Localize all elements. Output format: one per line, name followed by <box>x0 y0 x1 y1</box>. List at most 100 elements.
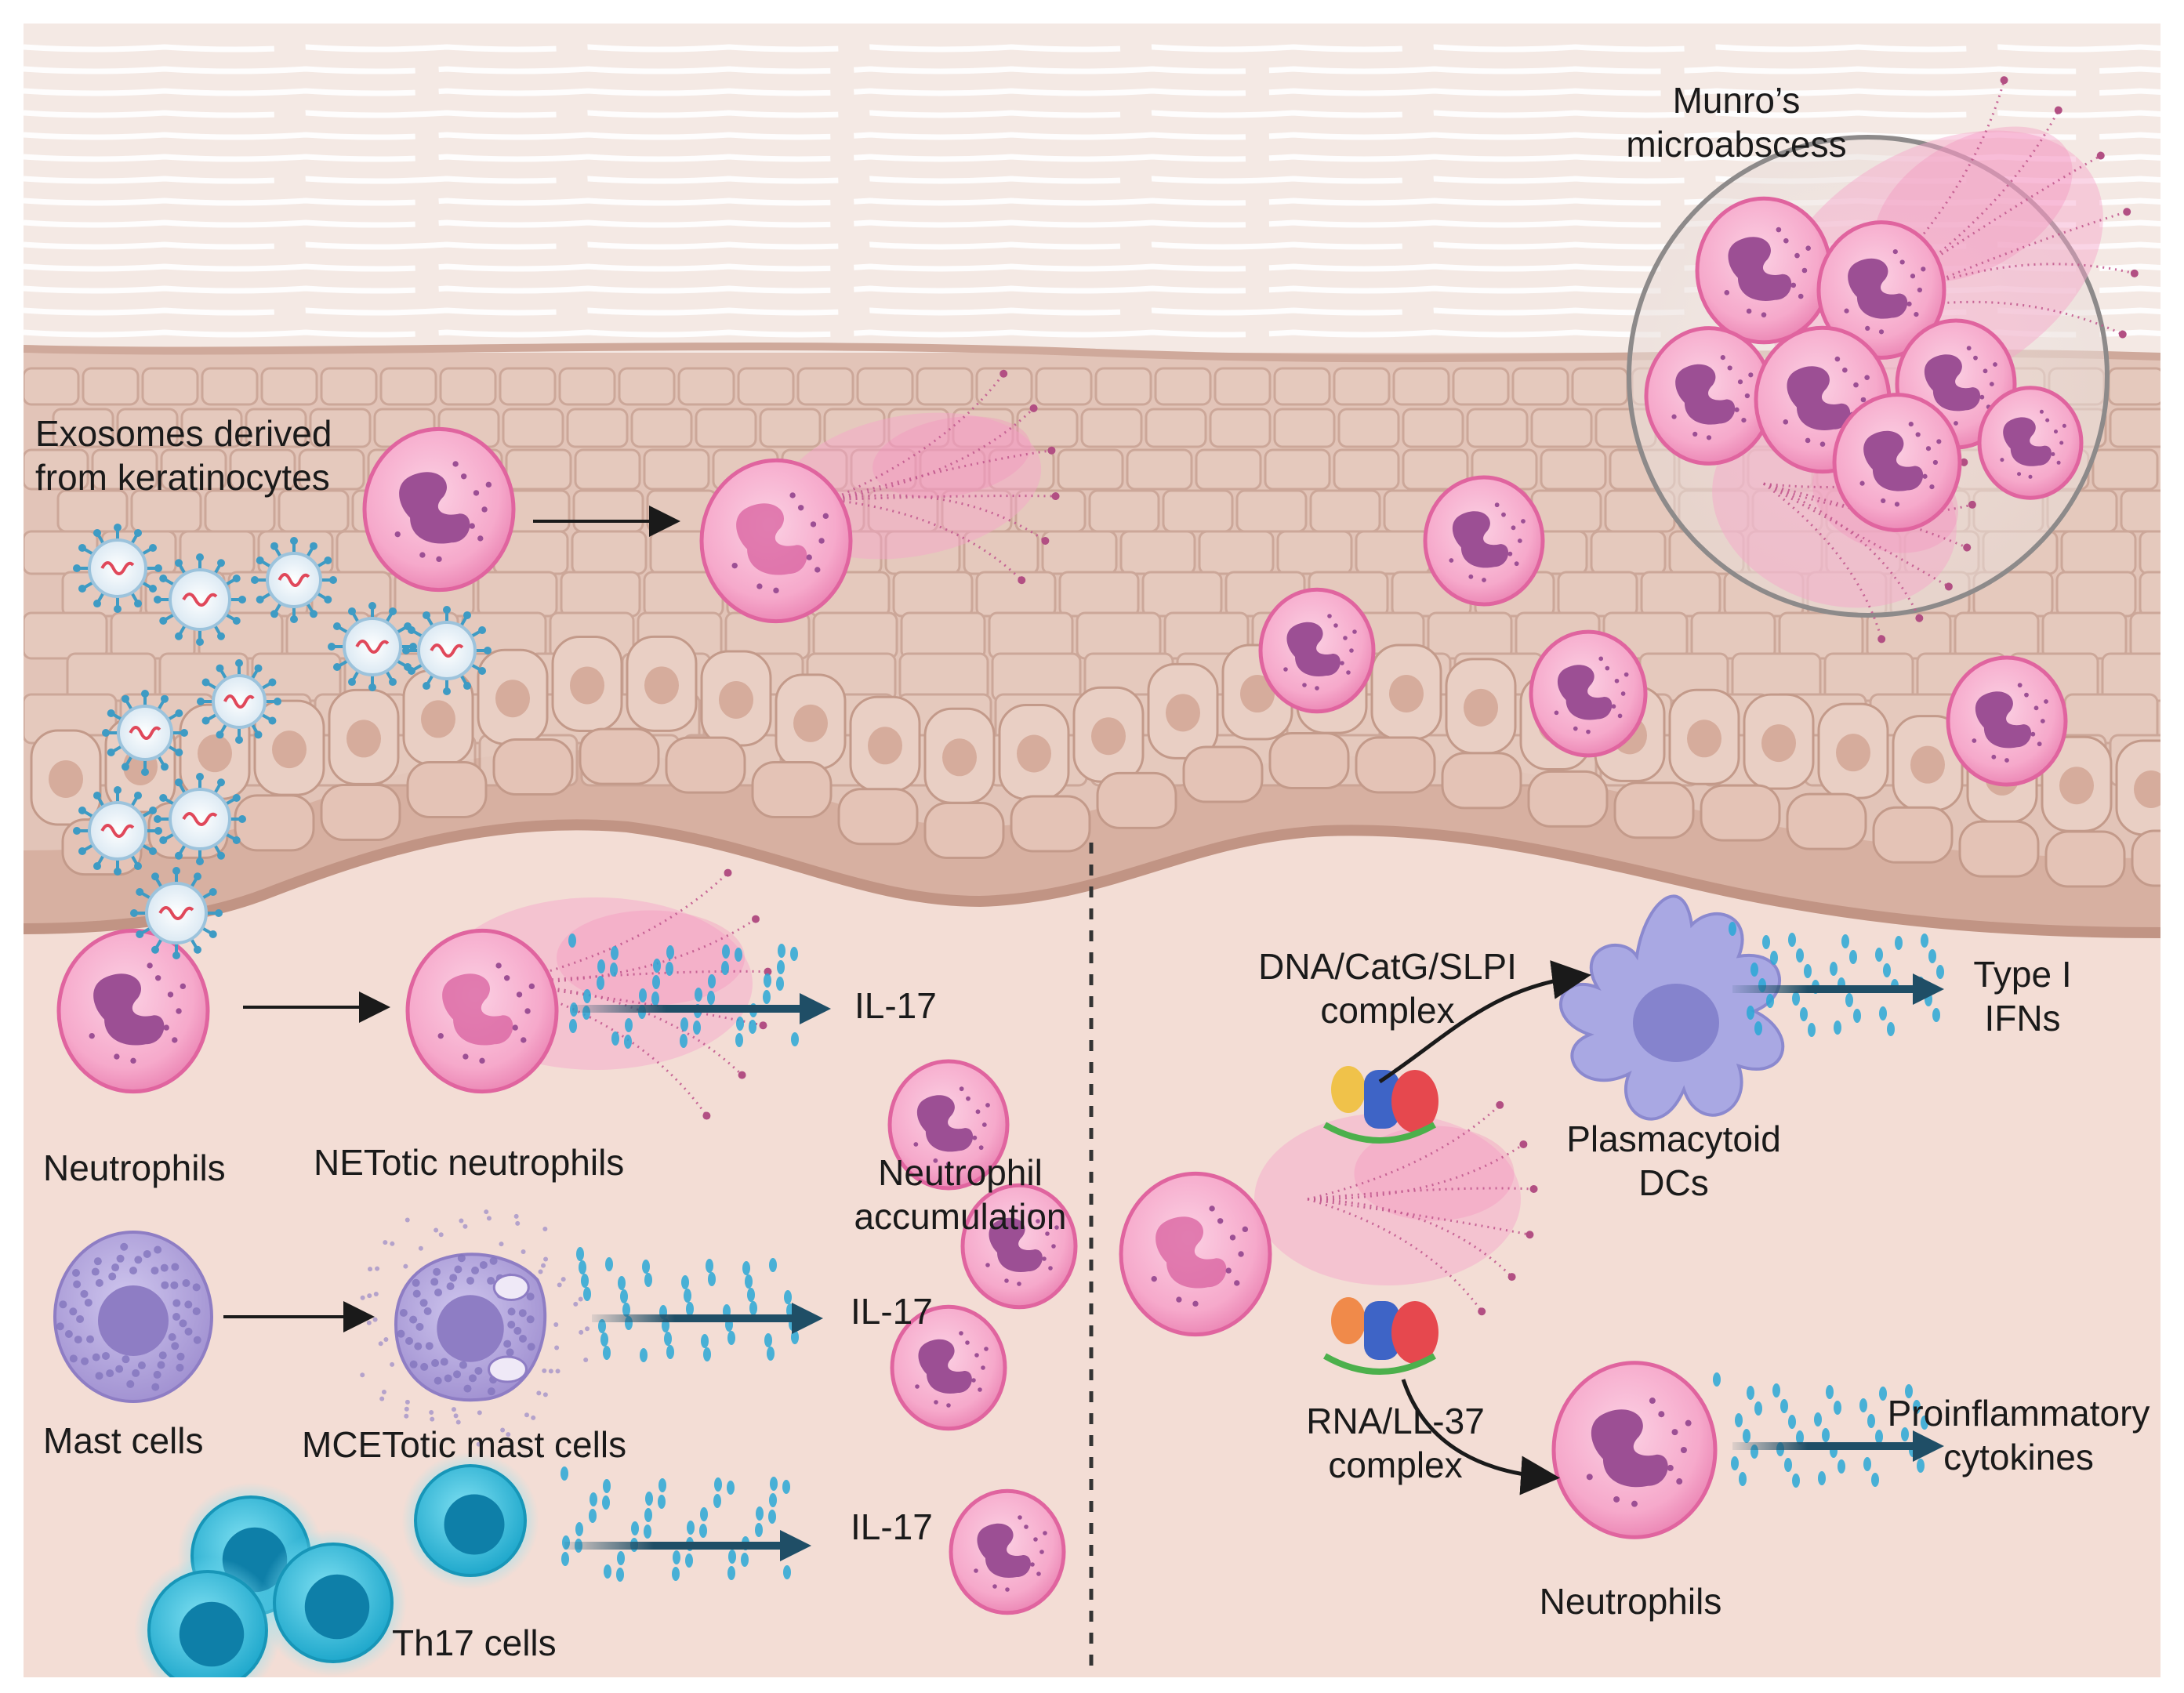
granule <box>154 975 161 981</box>
exosome-rna <box>278 573 310 587</box>
mast-granule <box>430 1278 439 1286</box>
exosome-spike-tip <box>154 596 161 604</box>
keratinocyte <box>24 611 108 660</box>
granule <box>452 461 459 467</box>
keratinocyte <box>695 408 757 448</box>
exosome <box>251 537 337 623</box>
neutrophil-body <box>887 1059 1010 1191</box>
net-granule <box>2054 106 2062 114</box>
cytokine-particle <box>681 1275 689 1289</box>
granule <box>1908 422 1914 427</box>
released-granule <box>561 1277 566 1282</box>
keratinocyte <box>1540 448 1607 491</box>
granule <box>1004 1278 1009 1283</box>
mast-granule <box>415 1322 424 1331</box>
basal-nucleus <box>1389 675 1424 713</box>
netotic-neutrophil <box>1119 1171 1272 1337</box>
mast-granule <box>84 1298 93 1307</box>
granule <box>972 1135 978 1140</box>
granule <box>89 1032 95 1039</box>
cytokine-particle <box>605 1257 613 1271</box>
released-granule <box>542 1368 547 1373</box>
keratinocyte <box>260 367 318 406</box>
granule <box>1819 441 1826 447</box>
mast-granule <box>176 1352 185 1361</box>
keratinocyte <box>812 611 898 660</box>
exosome-spike-tip <box>196 773 204 781</box>
released-granule <box>573 1301 579 1307</box>
mast-granule <box>526 1315 535 1324</box>
keratinocyte <box>229 448 296 491</box>
netotic-neutrophil <box>405 928 559 1094</box>
keratinocyte <box>1954 611 2040 660</box>
mast-granule <box>434 1376 442 1385</box>
exosome-spike-tip <box>409 643 417 651</box>
released-granule <box>381 1389 386 1394</box>
granule <box>2040 719 2045 723</box>
granule <box>437 1032 444 1039</box>
cytokine-particle <box>645 1492 653 1506</box>
keratinocyte <box>1402 408 1464 448</box>
granule <box>2062 423 2066 428</box>
exosome-spike-tip <box>402 647 410 654</box>
keratinocyte <box>1141 571 1223 618</box>
exosome-spike-tip <box>443 687 451 695</box>
granule <box>1798 293 1804 299</box>
keratinocyte <box>1530 408 1593 448</box>
exosome <box>102 690 188 776</box>
granule <box>1043 1531 1047 1535</box>
mast-granule <box>95 1278 103 1287</box>
cytokine-particle <box>684 1289 691 1303</box>
mast-granule <box>171 1263 180 1271</box>
basal-nucleus <box>346 720 381 758</box>
keratinocyte <box>1402 448 1469 491</box>
granule <box>1343 636 1348 640</box>
net-granule <box>1051 492 1060 501</box>
exosome-spike-tip <box>332 622 341 630</box>
granule <box>1805 437 1811 444</box>
cytokine-arrow-shaft <box>592 1314 800 1322</box>
cytokine-particle <box>747 1288 755 1302</box>
cytokine-particle <box>701 1334 709 1348</box>
granule <box>2053 430 2059 434</box>
granule <box>1605 665 1610 671</box>
exosome-spike-tip <box>78 847 86 855</box>
cytokine-particle <box>769 1258 777 1272</box>
cytokine-particle <box>1928 949 1936 963</box>
released-granule <box>372 1317 378 1322</box>
mast-granule <box>160 1263 169 1272</box>
granule <box>2024 692 2029 698</box>
cytokine-particle <box>1796 1430 1804 1445</box>
granule <box>1217 1218 1224 1224</box>
mast-granule <box>171 1342 180 1350</box>
cytokine-particle <box>1800 1007 1808 1021</box>
type1-ifns-label: Type I IFNs <box>1973 954 2072 1039</box>
granule <box>1573 726 1578 731</box>
cytokine-particle <box>666 1345 674 1359</box>
cytokine-particle <box>1845 993 1853 1007</box>
exosome-spike-tip <box>159 575 168 582</box>
keratinocyte <box>1119 530 1196 575</box>
complex-part <box>1331 1066 1366 1113</box>
exosome-spike-tip <box>107 749 115 756</box>
mast-granule <box>466 1276 474 1285</box>
granule <box>1586 1474 1593 1481</box>
granule <box>978 1387 982 1392</box>
exosome-spike-tip <box>136 888 144 896</box>
keratinocyte <box>1273 408 1336 448</box>
neutrophil <box>890 1304 1007 1431</box>
cytokine-particle <box>770 1477 778 1491</box>
neutrophil-nucleus <box>736 503 807 575</box>
net-granule <box>751 915 760 923</box>
granule <box>1844 308 1849 314</box>
exosome-spike-tip <box>407 626 415 634</box>
cytokine-particle <box>706 1259 713 1273</box>
cytokine-particle <box>1772 1383 1780 1398</box>
cytokine-particle <box>1875 1430 1883 1444</box>
granule <box>1706 435 1712 440</box>
mast-granule <box>489 1256 498 1265</box>
mast-granule <box>414 1342 423 1350</box>
cytokine-particle <box>1788 1415 1796 1429</box>
mast-granule <box>449 1274 458 1282</box>
granule <box>1045 1231 1050 1236</box>
